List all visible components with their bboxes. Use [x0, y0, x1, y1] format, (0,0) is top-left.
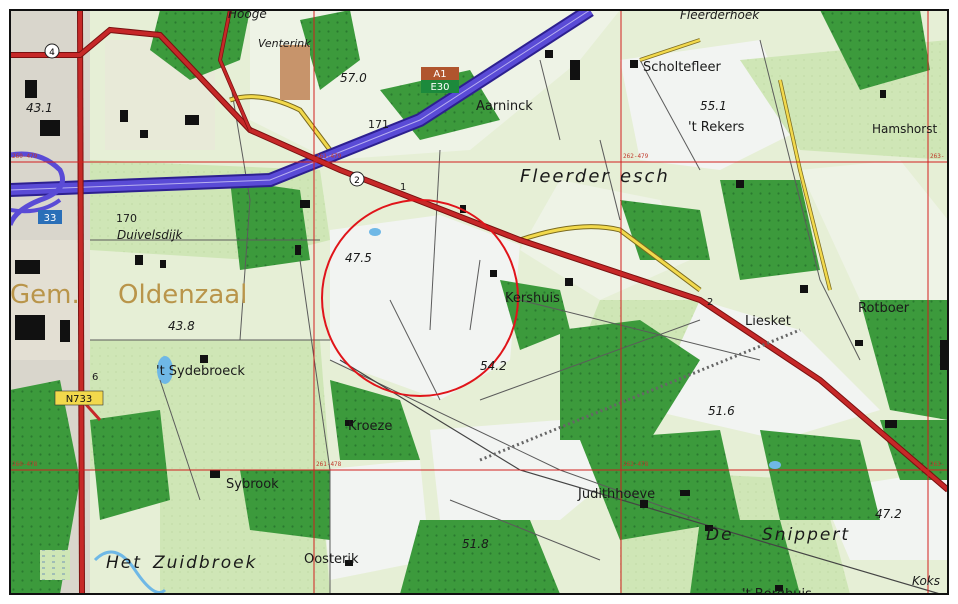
road-shield-n733-label: N733	[66, 394, 93, 405]
grid-label: 260-478	[12, 461, 38, 468]
junction-label-1: 1	[400, 182, 406, 193]
motorway-a1	[10, 10, 594, 226]
grid-label: 263-	[930, 461, 944, 468]
main-roads	[10, 10, 948, 594]
junction-marker-2: 2	[349, 171, 365, 187]
place-duivelsdijk: Duivelsdijk	[117, 228, 184, 242]
place-het: Het	[106, 553, 142, 573]
place-t-rekers: 't Rekers	[688, 120, 745, 135]
map-frame	[9, 9, 949, 595]
place-sybrook: Sybrook	[226, 477, 279, 492]
elevation-label: 57.0	[340, 71, 367, 85]
place-t-borghuis: 't Borghuis	[742, 587, 812, 602]
elevation-label: 54.2	[480, 359, 507, 373]
elevation-label: 43.1	[26, 101, 53, 115]
junction-label-6: 6	[92, 372, 98, 383]
elevation-label: 55.1	[700, 99, 727, 113]
elevation-label: 51.8	[462, 537, 489, 551]
km-grid	[10, 10, 948, 594]
elevation-label: 170	[116, 212, 137, 225]
place-koks: Koks	[912, 574, 940, 588]
place-hamshorst: Hamshorst	[872, 122, 937, 136]
place-rotboer: Rotboer	[858, 301, 910, 316]
water	[40, 228, 781, 594]
place-t-sydebroeck: 't Sydebroeck	[156, 364, 245, 379]
place-labels: Hooge Venterink Fleerderhoek Scholteflee…	[10, 7, 940, 602]
elevation-label: 43.8	[168, 319, 195, 333]
place-judithhoeve: Judithhoeve	[577, 487, 655, 502]
elevation-label: 47.5	[345, 251, 372, 265]
buildings	[15, 50, 948, 591]
elevation-label: 47.2	[875, 507, 902, 521]
grid-label: 262-478	[623, 461, 649, 468]
place-oosterik: Oosterik	[304, 552, 359, 567]
grid-label: 262-479	[623, 153, 649, 160]
place-scholtefleer: Scholtefleer	[643, 60, 721, 75]
place-esch: esch	[620, 166, 670, 187]
place-snippert: Snippert	[762, 525, 850, 545]
location-marker-circle[interactable]	[321, 199, 519, 397]
road-shield-n733: N733	[54, 390, 104, 406]
place-fleerder: Fleerder	[520, 166, 611, 187]
place-kershuis: Kershuis	[505, 291, 560, 306]
grid-label: 261-479	[316, 153, 342, 160]
elevation-label: 171	[368, 118, 389, 131]
place-aarninck: Aarninck	[476, 99, 533, 114]
junction-marker-4: 4	[44, 43, 60, 59]
place-kroeze: Kroeze	[348, 419, 392, 434]
spot-heights: 57.0 43.1 55.1 47.5 43.8 54.2 51.6 51.8 …	[26, 71, 902, 551]
elevation-label: 51.6	[708, 404, 735, 418]
place-zuidbroek: Zuidbroek	[152, 553, 257, 573]
grid-label: 260-479	[12, 153, 38, 160]
place-de: De	[706, 525, 734, 545]
svg-text:4: 4	[49, 48, 55, 58]
exit-shield-33-label: 33	[44, 213, 57, 224]
forest-areas	[10, 10, 948, 594]
road-shield-a1: A1	[421, 67, 459, 80]
municipality-gem: Gem.	[10, 280, 80, 310]
road-shield-e30: E30	[421, 80, 459, 93]
place-venterink: Venterink	[258, 37, 311, 50]
industrial-site	[280, 45, 310, 100]
place-fleerderhoek: Fleerderhoek	[680, 8, 760, 22]
junction-label-2: 2	[707, 297, 713, 308]
exit-shield-33: 33	[38, 210, 62, 224]
road-shield-e30-label: E30	[430, 82, 449, 93]
grid-label: 261-478	[316, 461, 342, 468]
grid-label: 263-	[930, 153, 944, 160]
road-shield-a1-label: A1	[433, 69, 446, 80]
place-liesket: Liesket	[745, 314, 791, 329]
municipality-oldenzaal: Oldenzaal	[118, 280, 247, 310]
place-hooge: Hooge	[228, 7, 267, 21]
svg-text:2: 2	[354, 176, 360, 186]
